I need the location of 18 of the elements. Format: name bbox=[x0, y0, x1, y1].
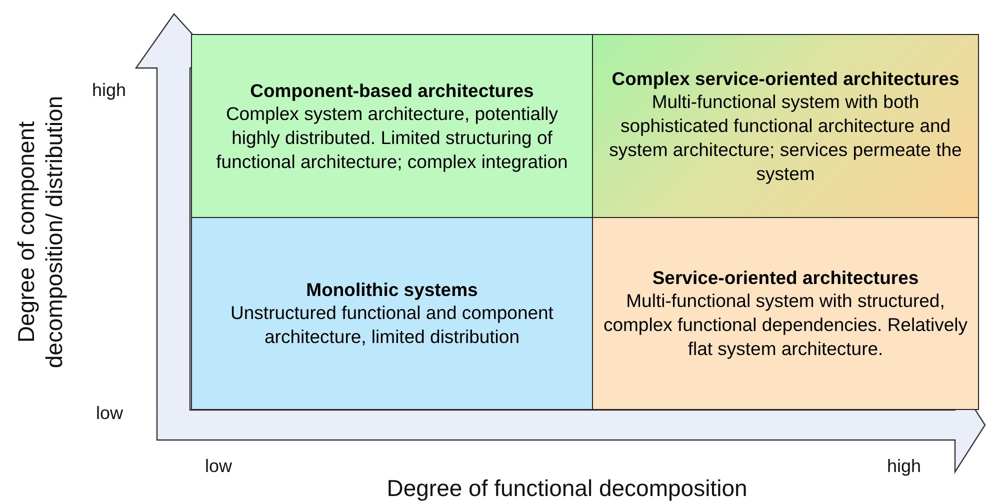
quadrant-box bbox=[191, 34, 593, 218]
quadrant-box bbox=[592, 34, 979, 218]
axis-tick-label: high bbox=[887, 456, 922, 477]
axis-tick-label: low bbox=[205, 456, 232, 477]
quadrant-heading: Component-based architectures bbox=[250, 78, 534, 102]
quadrant-heading: Service-oriented architectures bbox=[652, 266, 919, 289]
axis-title: Degree of component decomposition/ distribution bbox=[12, 94, 68, 370]
axis-tick-label: low bbox=[96, 403, 124, 424]
quadrant-description: Complex system architecture, potentially highly distributed. Limited structuring of functional architecture; complex integration bbox=[215, 102, 569, 174]
quadrant-heading: Complex service-oriented architectures bbox=[612, 66, 960, 90]
quadrant-heading: Monolithic systems bbox=[306, 278, 478, 301]
quadrant-description: Unstructured functional and component architecture, limited distribution bbox=[230, 301, 554, 349]
quadrant-description: Multi-functional system with both sophisticated functional architecture and system architecture; services permeate the system bbox=[608, 90, 963, 186]
axis-title: Degree of functional decomposition bbox=[386, 475, 748, 502]
quadrant-box bbox=[592, 217, 979, 410]
axis-tick-label: high bbox=[92, 80, 126, 101]
quadrant-description: Multi-functional system with structured, complex functional dependencies. Relatively flat system architecture. bbox=[603, 289, 968, 361]
quadrant-box bbox=[191, 217, 593, 410]
